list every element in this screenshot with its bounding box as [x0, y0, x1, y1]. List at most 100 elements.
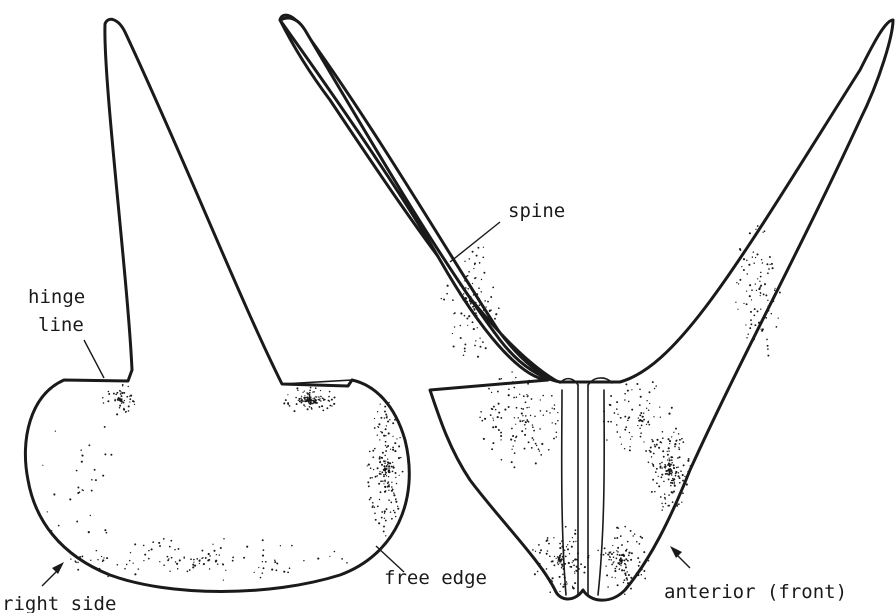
- stipple-dot: [559, 562, 560, 563]
- stipple-dot: [679, 439, 681, 441]
- stipple-dot: [549, 412, 550, 413]
- stipple-dot: [107, 576, 109, 578]
- stipple-dot: [553, 408, 555, 410]
- stipple-dot: [656, 468, 658, 470]
- stipple-dot: [379, 499, 380, 500]
- stipple-dot: [511, 449, 512, 450]
- stipple-dot: [682, 474, 684, 476]
- stipple-dot: [299, 400, 301, 402]
- stipple-dot: [388, 469, 390, 471]
- stipple-dot: [516, 407, 518, 409]
- stipple-dot: [751, 289, 753, 291]
- stipple-dot: [565, 556, 567, 558]
- stipple-dot: [96, 550, 98, 552]
- stipple-dot: [468, 315, 470, 317]
- stipple-dot: [329, 405, 331, 407]
- stipple-dot: [655, 471, 657, 473]
- stipple-dot: [646, 424, 647, 425]
- stipple-dot: [648, 461, 650, 463]
- stipple-dot: [482, 256, 484, 258]
- stipple-dot: [528, 380, 530, 382]
- stipple-dot: [526, 394, 527, 395]
- stipple-dot: [616, 424, 618, 426]
- stipple-dot: [385, 414, 387, 416]
- stipple-dot: [443, 298, 445, 300]
- stipple-dot: [670, 468, 671, 469]
- stipple-dot: [615, 577, 616, 578]
- stipple-dot: [687, 471, 689, 473]
- stipple-dot: [624, 579, 626, 581]
- stipple-dot: [627, 420, 629, 422]
- stipple-dot: [469, 258, 471, 260]
- stipple-dot: [383, 465, 385, 467]
- stipple-dot: [483, 438, 485, 440]
- stipple-dot: [475, 340, 476, 341]
- stipple-dot: [683, 464, 685, 466]
- stipple-dot: [766, 339, 768, 341]
- stipple-dot: [669, 440, 671, 442]
- stipple-dot: [389, 467, 390, 468]
- stipple-dot: [500, 432, 502, 434]
- stipple-dot: [447, 285, 449, 287]
- stipple-dot: [463, 354, 465, 356]
- stipple-dot: [539, 552, 541, 554]
- stipple-dot: [681, 502, 682, 503]
- stipple-dot: [110, 454, 112, 456]
- stipple-dot: [619, 559, 621, 561]
- stipple-dot: [573, 565, 575, 567]
- stipple-dot: [643, 419, 645, 421]
- stipple-dot: [604, 547, 606, 549]
- stipple-dot: [530, 415, 531, 416]
- stipple-dot: [169, 570, 170, 571]
- stipple-dot: [99, 568, 101, 570]
- stipple-dot: [644, 578, 646, 580]
- stipple-dot: [521, 412, 523, 414]
- stipple-dot: [668, 457, 669, 458]
- stipple-dot: [385, 472, 387, 474]
- stipple-dot: [559, 543, 561, 545]
- stipple-dot: [323, 400, 324, 401]
- stipple-dot: [260, 577, 262, 579]
- stipple-dot: [175, 561, 176, 562]
- stipple-dot: [492, 442, 494, 444]
- stipple-dot: [752, 256, 753, 257]
- stipple-dot: [617, 554, 619, 556]
- stipple-dot: [767, 355, 769, 357]
- stipple-dot: [115, 394, 117, 396]
- stipple-dot: [569, 541, 570, 542]
- stipple-dot: [651, 439, 652, 440]
- stipple-dot: [617, 584, 619, 586]
- stipple-dot: [378, 522, 380, 524]
- stipple-dot: [767, 348, 769, 350]
- stipple-dot: [753, 262, 754, 263]
- stipple-dot: [557, 420, 558, 421]
- stipple-dot: [668, 450, 669, 451]
- stipple-dot: [562, 556, 564, 558]
- stipple-dot: [630, 577, 632, 579]
- stipple-dot: [638, 417, 639, 418]
- stipple-dot: [572, 537, 573, 538]
- stipple-dot: [393, 510, 395, 512]
- stipple-dot: [640, 436, 642, 438]
- stipple-dot: [254, 572, 255, 573]
- stipple-dot: [624, 429, 626, 431]
- label-hinge: hinge: [28, 286, 85, 308]
- stipple-dot: [760, 309, 761, 310]
- stipple-dot: [620, 417, 622, 419]
- stipple-dot: [389, 402, 390, 403]
- stipple-dot: [762, 328, 764, 330]
- stipple-dot: [305, 397, 307, 399]
- stipple-dot: [561, 546, 563, 548]
- stipple-dot: [662, 431, 664, 433]
- stipple-dot: [664, 493, 666, 495]
- stipple-dot: [559, 547, 561, 549]
- stipple-dot: [538, 544, 540, 546]
- stipple-dot: [560, 559, 562, 561]
- stipple-dot: [232, 560, 234, 562]
- stipple-dot: [304, 395, 305, 396]
- stipple-dot: [610, 421, 612, 423]
- stipple-dot: [614, 568, 616, 570]
- stipple-dot: [88, 444, 90, 446]
- stipple-dot: [454, 326, 455, 327]
- stipple-dot: [498, 403, 500, 405]
